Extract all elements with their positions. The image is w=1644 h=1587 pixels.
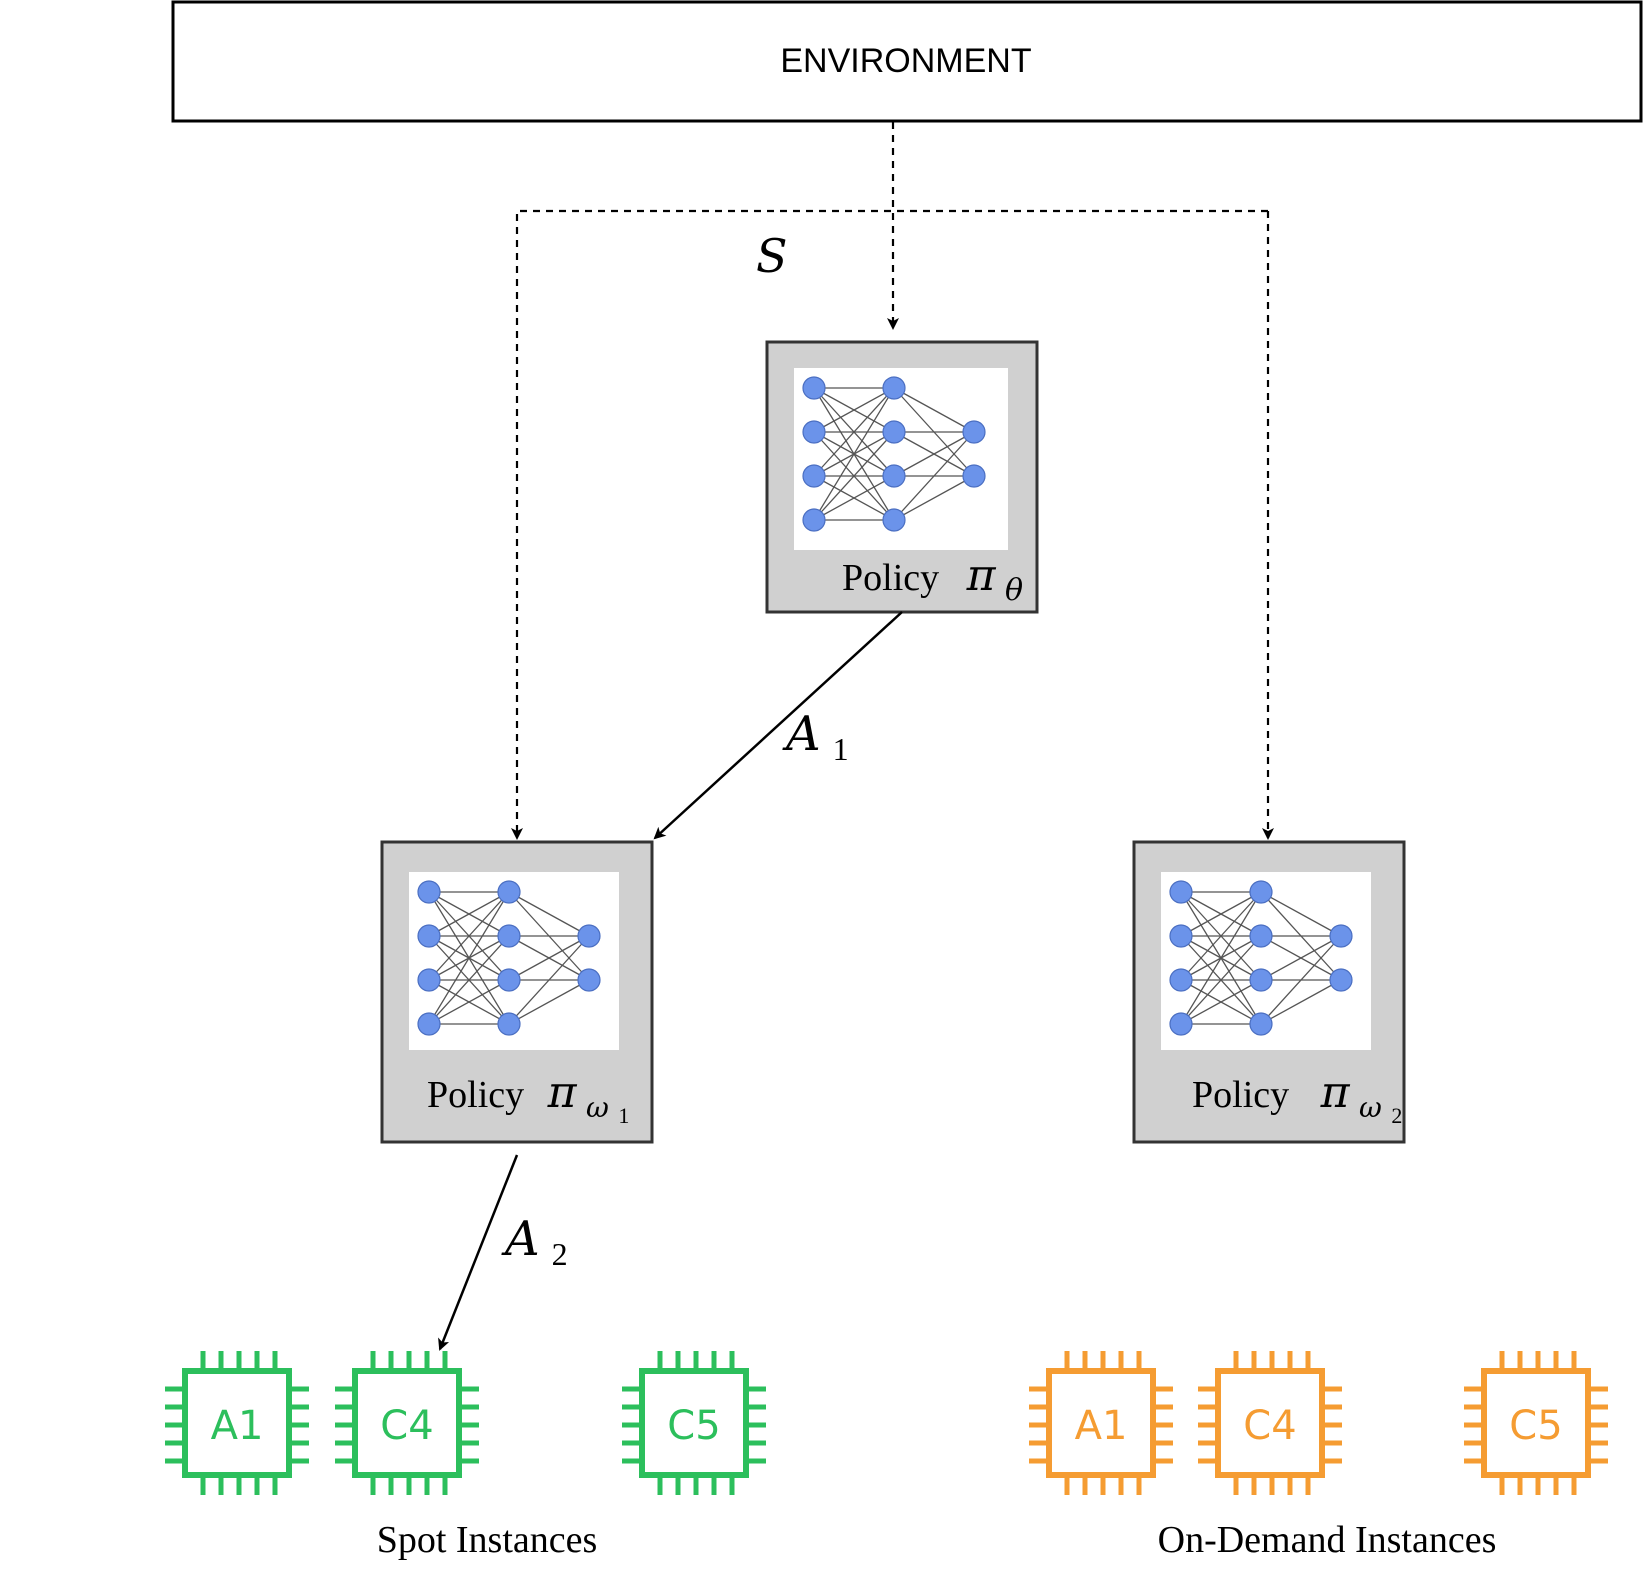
svg-text:C4: C4	[1243, 1403, 1296, 1449]
svg-text:C5: C5	[667, 1403, 720, 1449]
policy-right: Policy π ω 2	[1132, 840, 1406, 1144]
on-demand-instances-group: A1 C4 C5	[1029, 1351, 1608, 1495]
state-arrow-left-policy	[511, 209, 1268, 840]
environment-label: ENVIRONMENT	[780, 42, 1031, 80]
spot-chip-c5: C5	[622, 1351, 766, 1495]
spot-instances-group: A1 C4 C5	[165, 1351, 766, 1495]
action-label-a1: A 1	[782, 706, 849, 767]
spot-chip-c4: C4	[335, 1351, 479, 1495]
on-demand-chip-c5: C5	[1464, 1351, 1608, 1495]
on-demand-chip-a1: A1	[1029, 1351, 1173, 1495]
policy-top: Policy π θ	[765, 340, 1039, 614]
on-demand-chip-c4: C4	[1198, 1351, 1342, 1495]
action-arrow-a2	[438, 1154, 519, 1351]
environment-box: ENVIRONMENT	[171, 0, 1643, 123]
spot-instances-caption: Spot Instances	[377, 1519, 598, 1561]
spot-chip-a1: A1	[165, 1351, 309, 1495]
policy-left: Policy π ω 1	[380, 840, 654, 1144]
svg-text:A1: A1	[1075, 1403, 1128, 1449]
state-connectors	[511, 122, 1274, 840]
svg-text:C4: C4	[380, 1403, 433, 1449]
policy-left-label: Policy π ω 1	[427, 1067, 629, 1128]
svg-text:C5: C5	[1509, 1403, 1562, 1449]
svg-text:A1: A1	[211, 1403, 264, 1449]
policy-right-label: Policy π ω 2	[1192, 1067, 1402, 1128]
policy-top-label: Policy π θ	[842, 550, 1023, 608]
action-arrow-a1	[653, 611, 903, 840]
on-demand-instances-caption: On-Demand Instances	[1158, 1519, 1497, 1561]
action-label-a2: A 2	[501, 1211, 568, 1272]
state-label: S	[756, 229, 788, 283]
